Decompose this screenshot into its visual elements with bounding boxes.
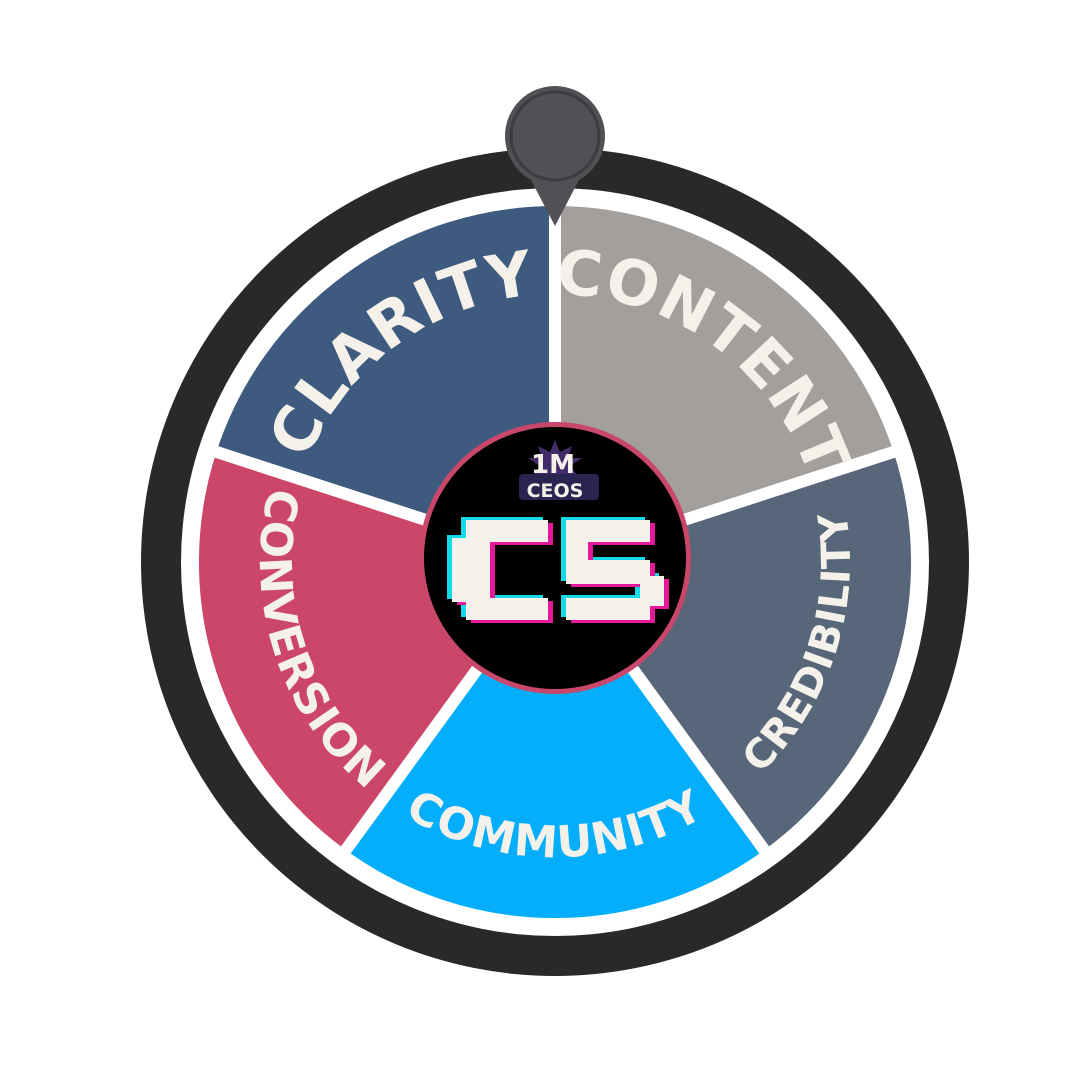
badge-bottom-text: CEOS xyxy=(527,480,584,502)
1m-ceos-badge: 1M CEOS xyxy=(519,440,599,502)
wheel-pointer-icon xyxy=(505,86,605,226)
badge-top-text: 1M xyxy=(531,450,575,480)
monogram-main xyxy=(452,520,664,620)
segment-community xyxy=(336,556,774,930)
c5-monogram: C5 xyxy=(447,517,669,623)
center-hub xyxy=(424,427,686,689)
badge-backdrop xyxy=(519,474,599,500)
center-logo: 1M CEOS C5 xyxy=(419,422,691,694)
